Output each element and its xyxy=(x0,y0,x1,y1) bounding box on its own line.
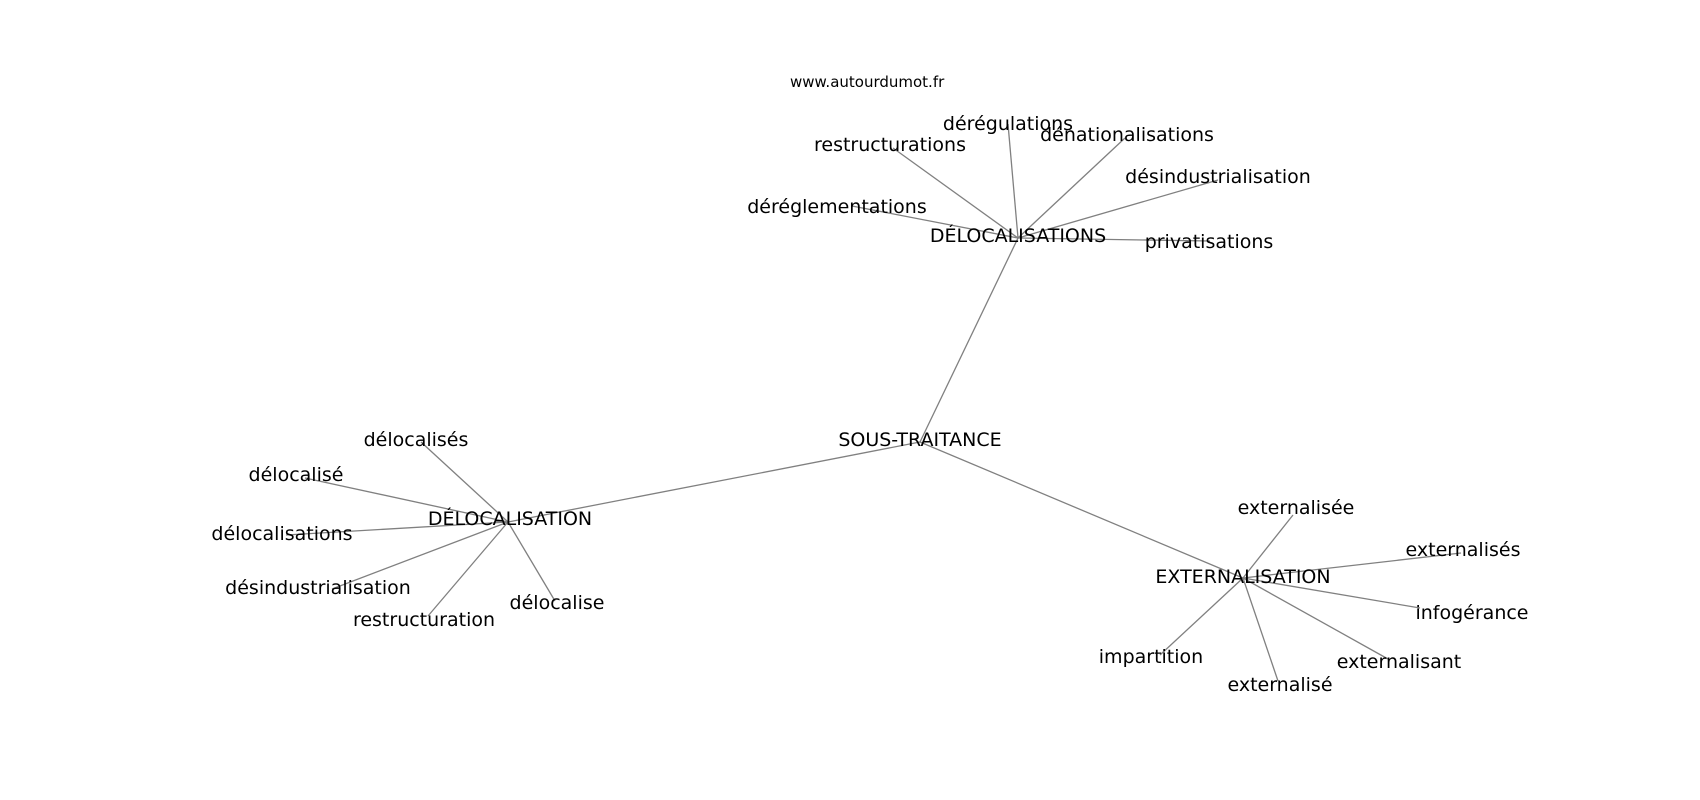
node-leaf-denationalisations: dénationalisations xyxy=(1040,124,1214,146)
node-hub-delocalisation: DÉLOCALISATION xyxy=(428,507,592,530)
edge-center-delocalisations xyxy=(919,237,1019,443)
edge-delocalisations-privatisations xyxy=(1017,237,1211,242)
edge-delocalisations-deregulations xyxy=(1007,123,1019,239)
node-hub-externalisation: EXTERNALISATION xyxy=(1155,566,1330,588)
edge-delocalisations-desindustrialisation xyxy=(1017,179,1219,239)
node-hub-delocalisations: DÉLOCALISATIONS xyxy=(930,224,1106,247)
edge-delocalisation-delocalise xyxy=(304,477,509,523)
edge-delocalisations-denationalisations xyxy=(1017,137,1126,239)
edge-externalisation-externalise xyxy=(1242,577,1279,682)
node-leaf-delocalises: délocalisés xyxy=(364,429,469,451)
node-leaf-privatisations: privatisations xyxy=(1145,231,1274,253)
node-leaf-desindustrialisation: désindustrialisation xyxy=(1125,166,1311,188)
node-center-sous-traitance: SOUS-TRAITANCE xyxy=(838,429,1001,451)
node-leaf-externalise: externalisé xyxy=(1227,674,1332,696)
edge-externalisation-impartition xyxy=(1159,577,1244,656)
edge-delocalisation-delocalisations xyxy=(285,521,509,536)
edge-externalisation-infogerance xyxy=(1242,577,1421,609)
edge-delocalisations-dereglementations xyxy=(851,205,1019,239)
watermark-text: www.autourdumot.fr xyxy=(790,73,945,91)
edge-delocalisation-restructuration xyxy=(427,521,509,617)
edge-delocalisation-delocalise xyxy=(507,521,556,602)
node-leaf-restructuration: restructuration xyxy=(353,609,495,631)
edge-externalisation-externalisant xyxy=(1242,577,1389,660)
edge-delocalisations-restructurations xyxy=(892,147,1019,239)
node-leaf-delocalisations: délocalisations xyxy=(211,523,352,545)
edge-externalisation-externalisee xyxy=(1242,514,1294,579)
labels-layer: SOUS-TRAITANCE DÉLOCALISATIONS dérégulatio… xyxy=(211,113,1528,696)
node-leaf-externalisant: externalisant xyxy=(1337,651,1462,673)
node-leaf-externalisee: externalisée xyxy=(1238,497,1355,519)
node-leaf-delocalise: délocalise xyxy=(510,592,605,614)
edge-externalisation-externalises xyxy=(1242,552,1462,579)
node-leaf-dereglementations: déréglementations xyxy=(747,196,927,218)
node-leaf-infogerance: infogérance xyxy=(1415,602,1528,624)
edge-center-delocalisation xyxy=(507,441,921,523)
edges-layer xyxy=(285,123,1462,682)
node-leaf-delocalise: délocalisé xyxy=(249,464,344,486)
edge-center-externalisation xyxy=(919,441,1244,579)
node-leaf-externalises: externalisés xyxy=(1406,539,1521,561)
node-leaf-restructurations: restructurations xyxy=(814,134,966,156)
node-leaf-desindustrialisation: désindustrialisation xyxy=(225,577,411,599)
node-leaf-deregulations: dérégulations xyxy=(943,113,1073,135)
edge-delocalisation-desindustrialisation xyxy=(331,521,509,590)
edge-delocalisation-delocalises xyxy=(420,441,509,523)
node-leaf-impartition: impartition xyxy=(1099,646,1203,668)
